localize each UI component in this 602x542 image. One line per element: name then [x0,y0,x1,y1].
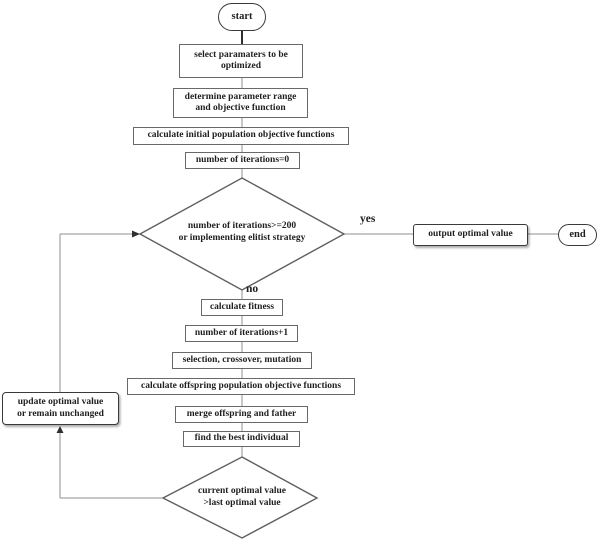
node-selection-crossover-mutation-label: selection, crossover, mutation [182,354,302,365]
node-merge-offspring-father: merge offspring and father [175,406,308,423]
node-iterations-plus-one-label: number of iterations+1 [194,327,289,338]
node-update-optimal-value-text: update optimal value or remain unchanged [17,397,104,420]
node-update-optimal-value: update optimal value or remain unchanged [2,392,119,425]
decision-diamonds [138,177,346,539]
node-initial-population: calculate initial population objective f… [133,127,349,145]
node-select-parameters: select paramaters to be optimized [179,44,303,78]
node-iterations-zero-label: number of iterations=0 [195,154,290,165]
node-start-label: start [231,11,253,23]
node-output-optimal-value: output optimal value [413,224,528,246]
node-parameter-range-line1: determine parameter range [184,91,297,102]
node-parameter-range-line2: and objective function [195,103,286,113]
node-select-parameters-line1: select paramaters to be [194,49,288,60]
node-update-optimal-value-line1: update optimal value [17,397,104,407]
node-iterations-zero: number of iterations=0 [185,152,300,169]
node-find-best-individual: find the best individual [183,431,300,447]
decision-termination-line1: number of iterations>=200 [187,221,297,231]
node-iterations-plus-one: number of iterations+1 [185,325,298,342]
node-merge-offspring-father-label: merge offspring and father [186,408,297,419]
node-find-best-individual-label: find the best individual [194,433,289,444]
decision-compare-line2: >last optimal value [203,498,281,508]
arrowhead-into-decision1 [132,230,140,238]
decision-diamond-compare [161,456,319,539]
arrowheads [56,230,140,433]
node-end: end [558,224,597,246]
decision-diamond-termination [138,177,346,291]
decision-termination-text: number of iterations>=200 or implementin… [147,220,337,244]
node-select-parameters-text: select paramaters to be optimized [194,50,288,73]
node-calculate-fitness: calculate fitness [201,299,283,316]
node-start: start [218,3,266,31]
decision-compare-line1: current optimal value [198,486,286,496]
node-update-optimal-value-line2: or remain unchanged [17,408,104,419]
decision-compare-text: current optimal value >last optimal valu… [172,485,312,509]
node-offspring-population: calculate offspring population objective… [127,378,355,395]
edge-label-no: no [246,283,259,295]
node-offspring-population-label: calculate offspring population objective… [140,380,342,391]
node-output-optimal-value-label: output optimal value [428,229,513,240]
node-end-label: end [569,229,586,241]
arrowhead-into-update [56,426,64,433]
node-initial-population-label: calculate initial population objective f… [147,130,335,141]
node-parameter-range: determine parameter range and objective … [173,88,308,118]
node-parameter-range-text: determine parameter range and objective … [185,92,297,115]
edge-label-yes: yes [360,213,376,225]
node-calculate-fitness-label: calculate fitness [209,301,275,312]
decision-termination-line2: or implementing elitist strategy [178,233,306,243]
node-select-parameters-line2: optimized [220,61,262,71]
node-selection-crossover-mutation: selection, crossover, mutation [172,352,312,369]
edges [59,31,558,499]
